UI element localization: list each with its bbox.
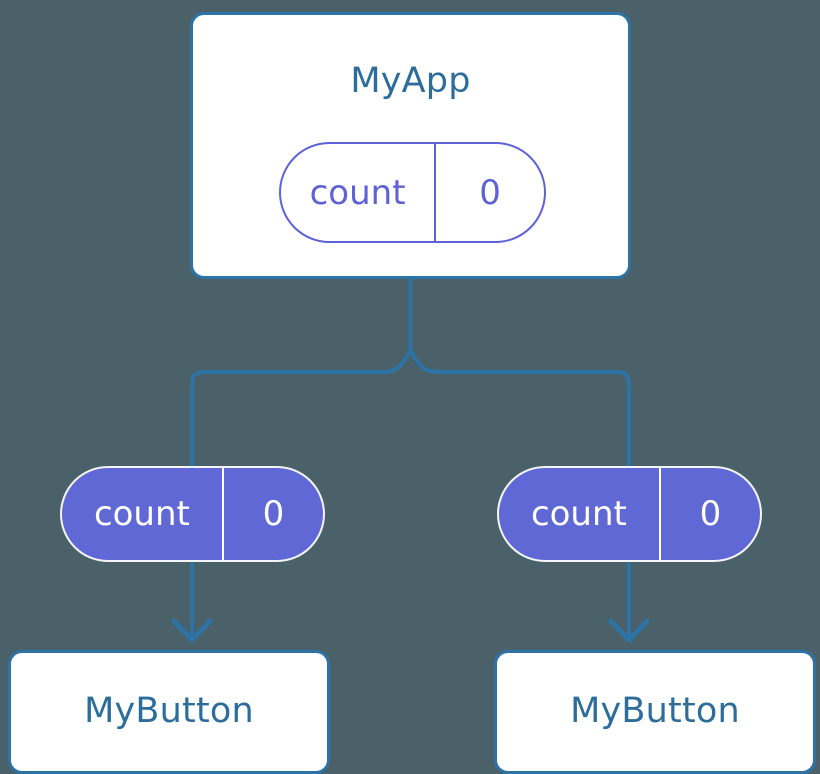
prop-capsule-right-key: count xyxy=(499,468,661,560)
component-title-mybutton-left: MyButton xyxy=(84,691,254,731)
prop-capsule-right[interactable]: count 0 xyxy=(497,466,762,562)
branch-connector-right xyxy=(408,348,631,468)
arrow-right-capsule-to-mybutton xyxy=(608,562,650,643)
component-title-myapp: MyApp xyxy=(350,61,471,101)
arrow-left-capsule-to-mybutton xyxy=(171,562,213,643)
state-capsule-key: count xyxy=(281,144,437,241)
component-box-mybutton-left[interactable]: MyButton xyxy=(8,650,330,774)
prop-capsule-left[interactable]: count 0 xyxy=(60,466,325,562)
state-capsule-count[interactable]: count 0 xyxy=(279,142,546,243)
component-box-myapp[interactable]: MyApp count 0 xyxy=(190,12,631,279)
prop-capsule-left-value: 0 xyxy=(262,494,285,534)
prop-capsule-left-key: count xyxy=(62,468,224,560)
state-capsule-value: 0 xyxy=(479,172,501,213)
prop-capsule-right-value: 0 xyxy=(699,494,722,534)
branch-connector-left xyxy=(190,348,413,468)
component-box-mybutton-right[interactable]: MyButton xyxy=(494,650,816,774)
component-title-mybutton-right: MyButton xyxy=(570,691,740,731)
